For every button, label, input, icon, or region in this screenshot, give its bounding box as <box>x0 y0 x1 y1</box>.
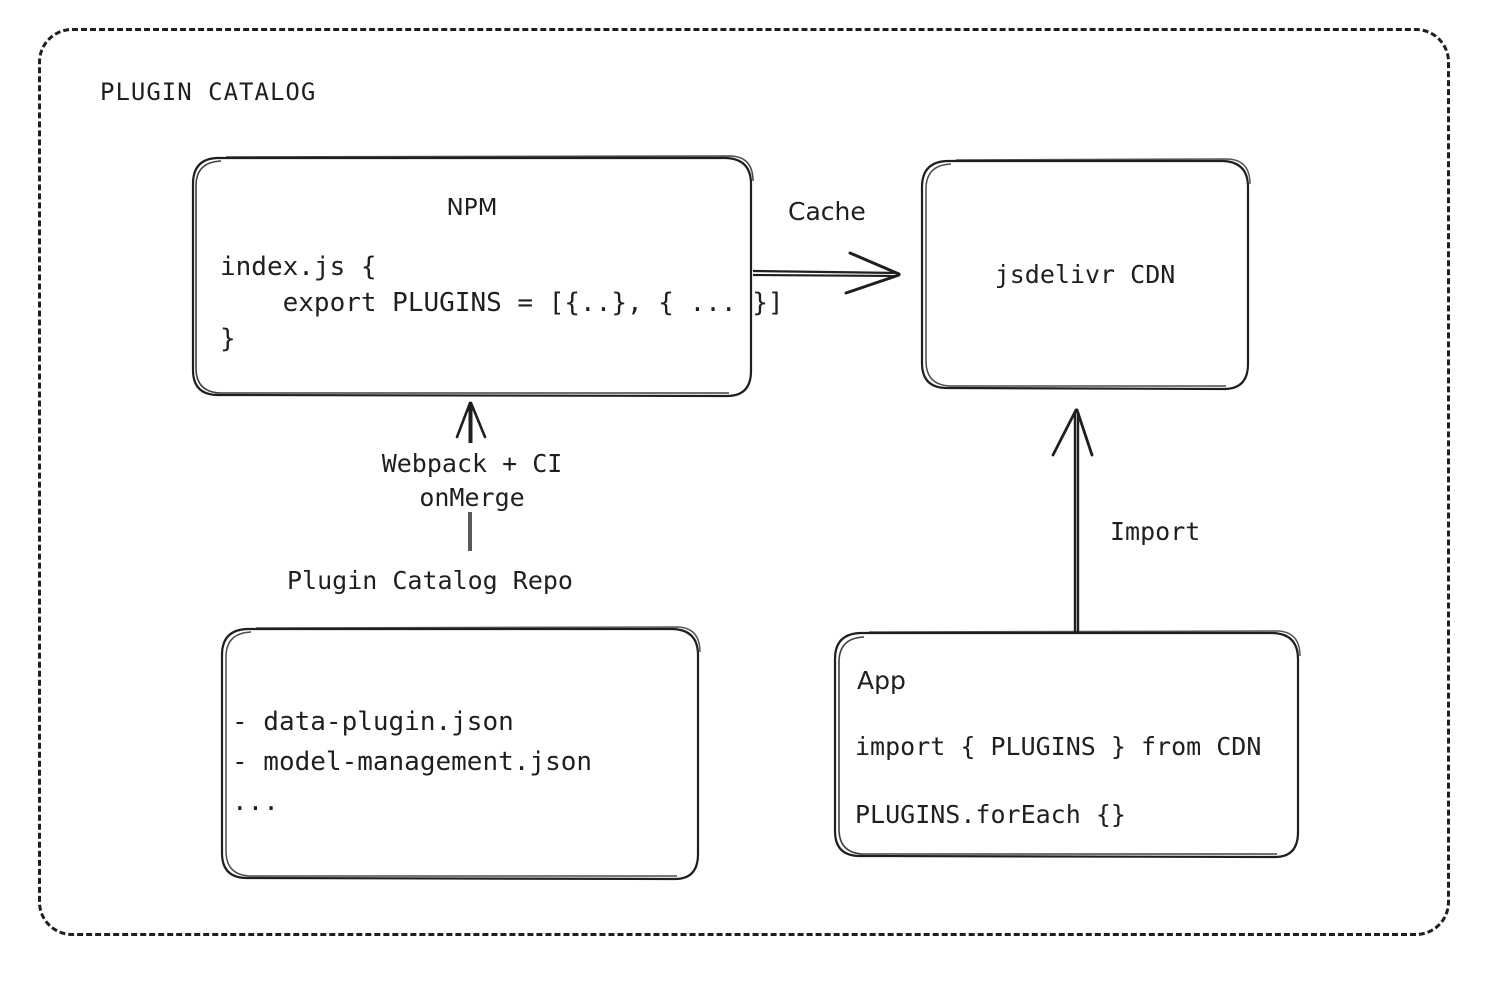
page-title: PLUGIN CATALOG <box>100 78 317 106</box>
node-app-title: App <box>857 666 906 695</box>
node-app-foreach-line: PLUGINS.forEach {} <box>855 800 1126 829</box>
edge-label-webpack-ci: Webpack + CI onMerge <box>381 449 563 512</box>
node-jsdelivr-cdn[interactable]: jsdelivr CDN <box>920 158 1251 391</box>
node-app-import-line: import { PLUGINS } from CDN <box>855 732 1262 761</box>
node-plugin-catalog-repo[interactable]: - data-plugin.json - model-management.js… <box>220 626 701 881</box>
plugin-catalog-frame <box>38 28 1450 936</box>
arrow-repo-to-npm <box>455 401 487 551</box>
node-npm-title: NPM <box>446 195 498 221</box>
edge-label-cache: Cache <box>788 197 866 226</box>
node-app[interactable]: App import { PLUGINS } from CDN PLUGINS.… <box>833 630 1301 859</box>
node-cdn-title: jsdelivr CDN <box>994 259 1176 289</box>
node-npm[interactable]: NPM index.js { export PLUGINS = [{..}, {… <box>191 155 784 398</box>
node-repo-label: Plugin Catalog Repo <box>287 566 573 595</box>
node-repo-file-list: - data-plugin.json - model-management.js… <box>232 707 593 817</box>
arrow-npm-to-cdn <box>752 251 901 295</box>
node-npm-code: index.js { export PLUGINS = [{..}, { ...… <box>220 252 784 354</box>
edge-label-import: Import <box>1110 517 1201 546</box>
arrow-app-to-cdn <box>1051 408 1094 645</box>
